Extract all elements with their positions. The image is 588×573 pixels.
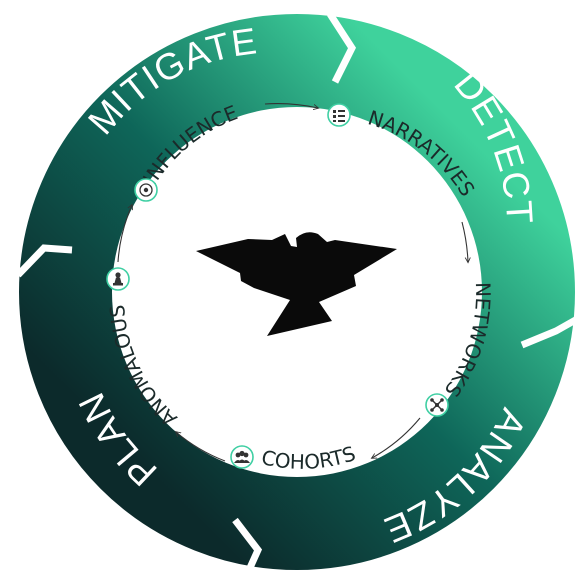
eagle-logo <box>196 232 397 336</box>
arrow-influence-narratives <box>264 103 318 108</box>
arrow-networks-cohorts <box>372 417 421 458</box>
people-icon <box>230 445 254 469</box>
outer-ring <box>19 14 575 570</box>
arrow-narratives-networks <box>461 221 468 262</box>
target-icon <box>134 178 158 202</box>
list-icon <box>327 103 351 127</box>
separator-left <box>15 244 73 278</box>
inner-cycle-arrows <box>117 103 468 462</box>
separator-top <box>327 12 357 84</box>
chess-pawn-icon <box>106 267 130 291</box>
arrow-anomalous-influence <box>117 205 132 263</box>
arrow-cohorts-anomalous <box>176 432 226 462</box>
separator-bottom <box>232 517 263 572</box>
segment-separators <box>15 12 581 572</box>
separator-right <box>520 314 581 349</box>
network-icon <box>425 393 449 417</box>
